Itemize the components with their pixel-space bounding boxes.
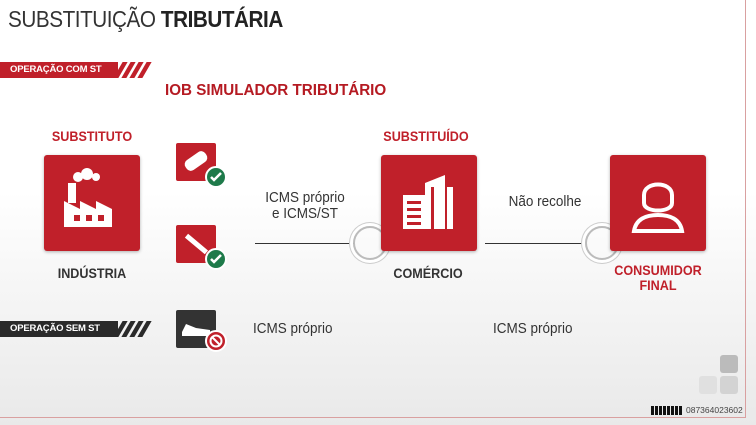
deco-square xyxy=(720,376,738,394)
flow-line xyxy=(255,243,355,244)
border-bottom xyxy=(0,417,746,418)
deco-square xyxy=(699,376,717,394)
flow-label-sem-st: ICMS próprio xyxy=(493,320,573,337)
node-consumidor-final: CONSUMIDOR FINAL xyxy=(614,262,702,293)
consumer-box xyxy=(610,155,706,251)
node-comercio: COMÉRCIO xyxy=(393,265,463,281)
flow-label-nao-recolhe: Não recolhe xyxy=(508,193,582,210)
banner-slashes xyxy=(113,62,152,78)
deco-square xyxy=(720,355,738,373)
banner-com-st: OPERAÇÃO COM ST xyxy=(0,62,118,78)
node-industria: INDÚSTRIA xyxy=(57,265,127,281)
footer-code: 087364023602 xyxy=(686,405,743,415)
flow-label-sem-st: ICMS próprio xyxy=(253,320,333,337)
check-icon xyxy=(205,248,227,270)
industry-box xyxy=(44,155,140,251)
banner-sem-st: OPERAÇÃO SEM ST xyxy=(0,321,118,337)
check-icon xyxy=(205,166,227,188)
barcode-icon xyxy=(651,406,683,415)
simulator-title: IOB SIMULADOR TRIBUTÁRIO xyxy=(165,82,387,99)
factory-icon xyxy=(64,168,112,227)
prohibited-icon xyxy=(205,330,227,352)
person-icon xyxy=(631,182,685,233)
banner-slashes xyxy=(113,321,152,337)
commerce-box xyxy=(381,155,477,251)
product-can-icon xyxy=(176,143,216,181)
border-right xyxy=(745,0,746,418)
role-substituido: SUBSTITUÍDO xyxy=(383,128,469,144)
role-substituto: SUBSTITUTO xyxy=(51,128,133,144)
flow-line xyxy=(485,243,585,244)
building-icon xyxy=(403,175,453,229)
page-title: SUBSTITUIÇÃO TRIBUTÁRIA xyxy=(8,6,283,32)
